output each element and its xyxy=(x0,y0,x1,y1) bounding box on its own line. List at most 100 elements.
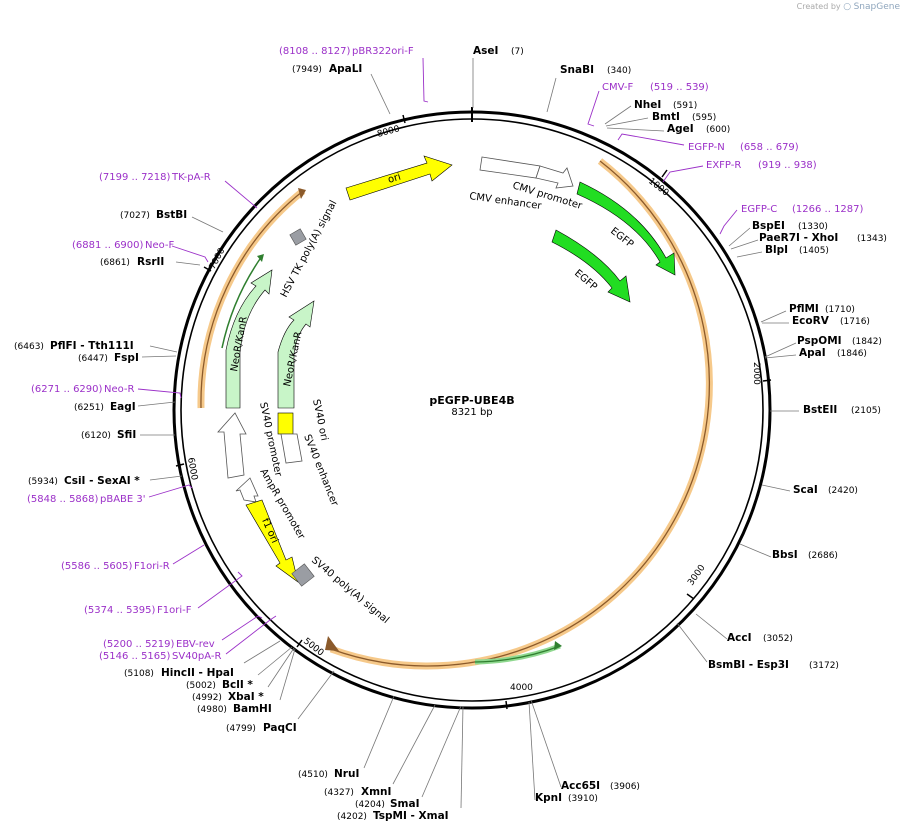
ampr-promoter-feature xyxy=(235,477,259,503)
site-name-bsteii: BstEII xyxy=(803,404,837,416)
site-name-bmti: BmtI xyxy=(652,111,680,123)
site-pos-xmni: (4327) xyxy=(324,788,354,798)
egfp-label-inner: EGFP xyxy=(572,268,599,293)
site-pos-acc65i: (3906) xyxy=(610,782,640,792)
leader-smai xyxy=(421,705,462,798)
ori-label: ori xyxy=(387,172,403,186)
primer-leader-exfp-r xyxy=(662,165,704,183)
site-pos-bspei: (1330) xyxy=(798,222,828,232)
sv40-enhancer-label: SV40 enhancer xyxy=(301,433,340,509)
site-name-paqci: PaqCI xyxy=(263,722,297,734)
site-name-apai: ApaI xyxy=(799,347,826,359)
site-name-acci: AccI xyxy=(727,632,751,644)
primer-leader-sv40pa-r xyxy=(225,615,277,655)
tick-line-1000 xyxy=(661,169,668,178)
primer-pos-exfp-r: (919 .. 938) xyxy=(758,160,817,171)
site-name-csii-sexai: CsiI - SexAI * xyxy=(64,475,140,487)
site-pos-pflfi-tth111i: (6463) xyxy=(14,342,44,352)
site-pos-apali: (7949) xyxy=(292,65,322,75)
sv40-promoter-feature xyxy=(217,412,247,479)
orf-arrow-head-ube4b xyxy=(554,641,562,650)
site-name-kpni: KpnI xyxy=(535,792,562,804)
primer-pos-sv40pa-r: (5146 .. 5165) xyxy=(99,651,171,662)
orf-arrow-head-right xyxy=(325,636,339,651)
primer-name-neo-f: Neo-F xyxy=(145,240,175,251)
leader-paer7i xyxy=(730,239,759,250)
primer-leader-cmv-f xyxy=(587,90,600,127)
cmv-enhancer-feature xyxy=(479,156,541,179)
primer-name-pbabe3: pBABE 3' xyxy=(100,494,146,505)
primer-leader-f1ori-f xyxy=(197,571,243,609)
site-pos-pspomi: (1842) xyxy=(852,337,882,347)
primer-name-cmv-f: CMV-F xyxy=(602,82,633,93)
site-pos-snabi: (340) xyxy=(607,66,631,76)
leader-scai xyxy=(761,484,791,492)
primer-pos-cmv-f: (519 .. 539) xyxy=(650,82,709,93)
primer-name-exfp-r: EXFP-R xyxy=(706,160,741,171)
site-name-bspei: BspEI xyxy=(752,220,785,232)
leader-bspei xyxy=(728,227,751,247)
orf-arc-left-line xyxy=(200,190,304,409)
primer-leader-tk-pa-r xyxy=(224,180,258,209)
leader-fspi xyxy=(141,355,177,358)
leader-eagi xyxy=(137,401,176,407)
site-pos-nrui: (4510) xyxy=(298,770,328,780)
site-pos-agei: (600) xyxy=(706,125,730,135)
primer-leader-pbr322ori-f xyxy=(422,57,429,103)
primer-leaders xyxy=(137,57,738,655)
site-name-nrui: NruI xyxy=(334,768,359,780)
ori-feature xyxy=(345,155,453,201)
site-pos-bsmbi-esp3i: (3172) xyxy=(809,661,839,671)
leader-apai xyxy=(764,354,797,359)
orf-arrow-head-neo xyxy=(257,254,264,262)
primer-pos-egfp-c: (1266 .. 1287) xyxy=(792,204,864,215)
leader-apali xyxy=(370,73,391,115)
leader-nhei xyxy=(604,105,632,125)
leader-lines xyxy=(137,58,799,809)
primer-pos-pbr322ori-f: (8108 .. 8127) xyxy=(279,46,351,57)
site-pos-ecorv: (1716) xyxy=(840,317,870,327)
site-pos-sfii: (6120) xyxy=(81,431,111,441)
primer-leader-egfp-c xyxy=(719,209,738,235)
site-name-pspomi: PspOMI xyxy=(797,335,842,347)
site-name-fspi: FspI xyxy=(114,352,139,364)
site-name-agei: AgeI xyxy=(667,123,694,135)
primer-name-egfp-n: EGFP-N xyxy=(688,142,725,153)
primer-leader-egfp-n xyxy=(617,133,685,146)
site-pos-bcli: (5002) xyxy=(186,681,216,691)
snapgene-credit: Created by ○ SnapGene xyxy=(797,2,900,12)
site-name-bsmbi-esp3i: BsmBI - Esp3I xyxy=(708,659,789,671)
tick-line-6000 xyxy=(175,463,185,467)
leader-csii xyxy=(149,475,183,481)
hsv-tk-polya-label: HSV TK poly(A) signal xyxy=(279,199,340,300)
site-name-pflfi-tth111i: PflFI - Tth111I xyxy=(50,340,134,352)
leader-bamhi xyxy=(279,648,296,701)
leader-kpni xyxy=(528,701,536,801)
orf-arcs xyxy=(197,158,713,670)
site-name-rsrii: RsrII xyxy=(137,256,164,268)
primer-pos-pbabe3: (5848 .. 5868) xyxy=(27,494,99,505)
site-name-pflmi: PflMI xyxy=(789,303,819,315)
orf-arc-right-line xyxy=(330,160,710,667)
site-name-xbai: XbaI * xyxy=(228,691,264,703)
primer-leader-f1ori-r xyxy=(172,544,205,565)
sv40-polya-label: SV40 poly(A) signal xyxy=(309,555,391,626)
site-name-bbsi: BbsI xyxy=(772,549,798,561)
site-name-eagi: EagI xyxy=(110,401,136,413)
primer-pos-neo-f: (6881 .. 6900) xyxy=(72,240,144,251)
orf-arc-right xyxy=(329,158,713,670)
leader-bmti xyxy=(605,117,649,127)
leader-bstbi xyxy=(191,216,224,233)
site-name-apali: ApaLI xyxy=(329,63,362,75)
orf-arc-neo xyxy=(221,255,263,349)
primer-pos-f1ori-f: (5374 .. 5395) xyxy=(84,605,156,616)
tick-line-3000 xyxy=(686,593,695,600)
site-name-scai: ScaI xyxy=(793,484,818,496)
egfp-label-outer: EGFP xyxy=(608,226,635,251)
orf-arrow-head-left xyxy=(298,188,306,199)
tick-line-5000 xyxy=(296,639,303,648)
primer-pos-ebv-rev: (5200 .. 5219) xyxy=(103,639,175,650)
site-pos-hincii-hpai: (5108) xyxy=(124,669,154,679)
primer-leader-neo-f xyxy=(171,245,209,263)
tick-line-8000 xyxy=(402,114,406,124)
